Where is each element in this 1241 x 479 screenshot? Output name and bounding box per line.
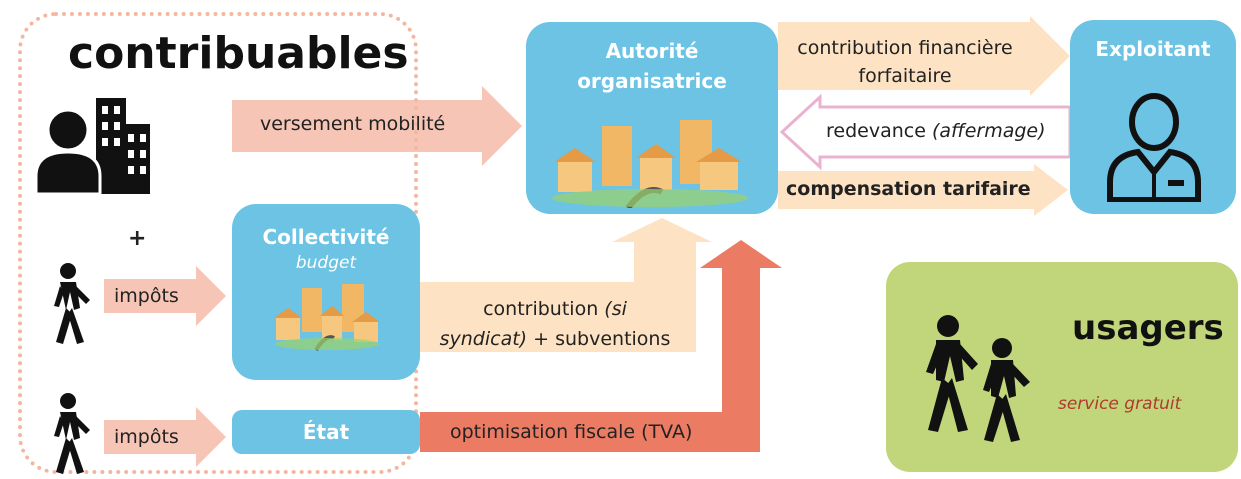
contribution-text: contribution [483,298,605,320]
usagers-box: usagers service gratuit [886,262,1238,472]
exploitant-box: Exploitant [1070,20,1236,214]
walking-people-icon [926,315,1030,442]
compensation-label: compensation tarifaire [786,178,1031,200]
contribution-syndicat-label: contribution (si syndicat) + subventions [426,294,684,354]
upward-peach-arrow [612,218,712,282]
impots-arrow-2 [104,407,226,467]
contribution-financiere-line2: forfaitaire [858,65,952,87]
contribution-financiere-line1: contribution financière [797,37,1013,59]
versement-arrow [232,86,522,166]
contribution-financiere-label: contribution financière forfaitaire [782,34,1028,90]
usagers-title: usagers [1072,308,1224,348]
contribuables-title: contribuables [68,28,409,79]
impots-label-1: impôts [114,285,179,307]
collectivite-box: Collectivité budget [232,204,420,380]
operator-person-icon [1107,93,1201,202]
versement-label: versement mobilité [260,113,446,135]
optimisation-label: optimisation fiscale (TVA) [450,421,693,443]
buildings-person-icon [36,98,150,194]
subventions-text: + subventions [527,328,671,350]
collectivite-subtitle: budget [295,253,357,273]
walking-person-icon [54,263,90,344]
affermage-text: (affermage) [931,120,1046,142]
redevance-text: redevance [826,120,932,142]
autorite-box: Autorité organisatrice [526,22,778,214]
exploitant-title: Exploitant [1095,37,1211,61]
etat-title: État [302,420,350,444]
town-icon [274,284,380,352]
redevance-arrow [779,93,1072,171]
town-icon [552,120,748,208]
impots-arrow-1 [104,266,226,326]
si-text: (si [604,298,627,320]
autorite-title-line2: organisatrice [577,69,727,93]
contribution-syndicat-arrow [420,218,696,352]
redevance-label: redevance (affermage) [826,120,1046,142]
collectivite-title: Collectivité [262,225,390,249]
syndicat-text: syndicat) [439,328,528,350]
autorite-title-line1: Autorité [605,39,699,63]
plus-sign: + [128,226,147,251]
compensation-arrow [778,164,1068,216]
usagers-note: service gratuit [1058,394,1182,414]
contribution-financiere-arrow [778,16,1070,96]
impots-label-2: impôts [114,426,179,448]
optimisation-arrow [420,240,782,452]
etat-box: État [232,410,420,454]
walking-person-icon [54,393,90,474]
